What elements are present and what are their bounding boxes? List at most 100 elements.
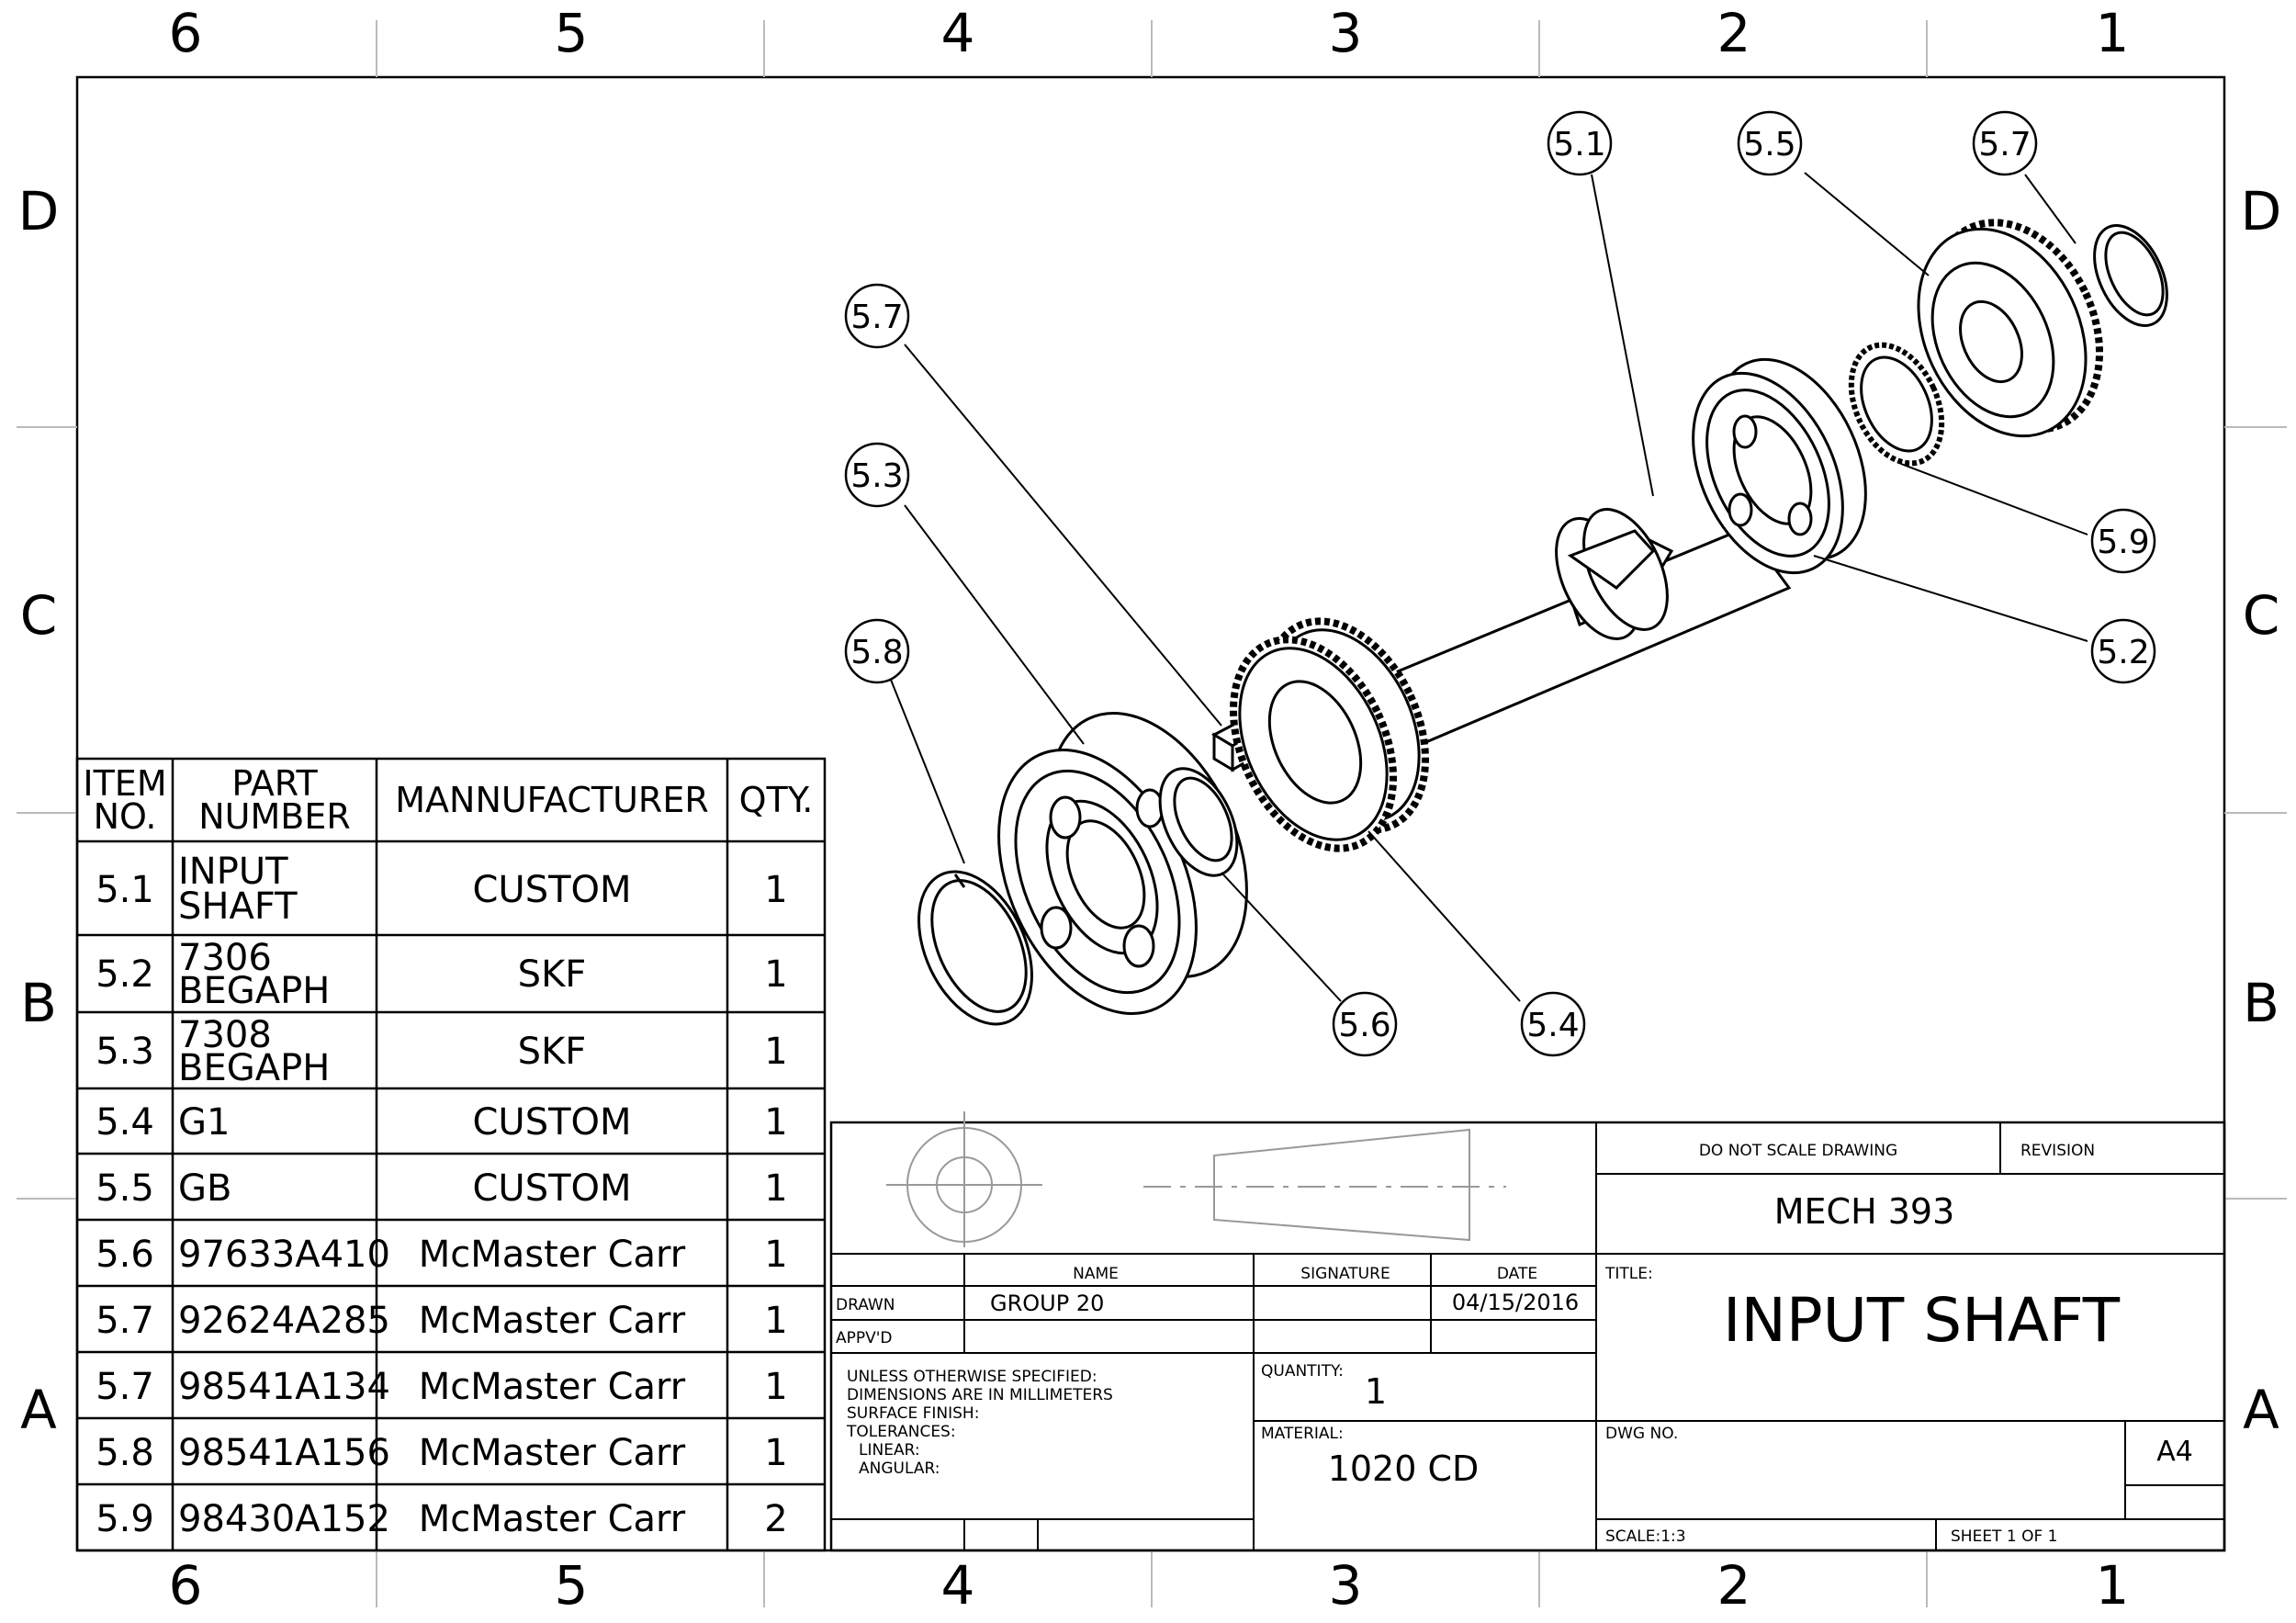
bom-manufacturer: SKF [518, 1031, 587, 1073]
note-line: UNLESS OTHERWISE SPECIFIED: [847, 1368, 1097, 1386]
svg-text:5.7: 5.7 [850, 299, 903, 336]
balloon: 5.1 [1547, 110, 1613, 176]
zone-row-label: C [2243, 584, 2280, 647]
gear-5-5 [1917, 219, 2104, 438]
note-line: SURFACE FINISH: [847, 1404, 979, 1423]
drawn-label: DRAWN [836, 1296, 895, 1314]
note-line: TOLERANCES: [846, 1423, 956, 1441]
bom-item-no: 5.2 [96, 953, 154, 996]
bom-item-no: 5.5 [96, 1167, 154, 1210]
bom-qty: 1 [764, 1432, 787, 1474]
zone-row-label: C [20, 584, 58, 647]
spacer-5-9 [1848, 342, 1945, 467]
zone-row-label: A [2243, 1379, 2279, 1441]
bom-part-number: SHAFT [178, 885, 298, 928]
bom-table: ITEM NO. PART NUMBER MANNUFACTURER QTY. … [75, 757, 827, 1552]
retaining-ring-5-7 [2093, 224, 2168, 327]
bom-qty: 1 [764, 1366, 787, 1408]
zone-row-label: D [18, 180, 60, 242]
balloon: 5.7 [844, 283, 910, 349]
snap-ring-5-6 [1158, 767, 1239, 877]
table-row: 5.4 G1 CUSTOM 1 [96, 1101, 788, 1144]
bom-header-qty: QTY. [739, 780, 814, 820]
quantity-label: QUANTITY: [1261, 1362, 1344, 1381]
quantity-value: 1 [1365, 1371, 1387, 1412]
zone-col-label: 5 [555, 1554, 589, 1617]
table-row: 5.1 INPUT SHAFT CUSTOM 1 [96, 851, 788, 928]
retaining-ring-5-8 [917, 870, 1033, 1026]
bom-manufacturer: McMaster Carr [419, 1498, 686, 1540]
sheet-size: A4 [2156, 1436, 2193, 1468]
bom-manufacturer: CUSTOM [472, 1167, 631, 1210]
bom-qty: 1 [764, 1167, 787, 1210]
bom-header-item: ITEM [83, 763, 166, 804]
bom-part-number: 7306 [178, 937, 272, 979]
zone-col-label: 6 [169, 1554, 203, 1617]
bom-qty: 1 [764, 953, 787, 996]
zone-col-label: 1 [2096, 1554, 2130, 1617]
svg-text:5.1: 5.1 [1553, 126, 1605, 163]
bom-qty: 2 [764, 1498, 787, 1540]
svg-text:5.3: 5.3 [850, 457, 903, 495]
bom-manufacturer: CUSTOM [472, 869, 631, 911]
bom-header-manufacturer: MANNUFACTURER [395, 780, 709, 820]
balloon: 5.7 [1972, 110, 2038, 176]
svg-text:5.5: 5.5 [1743, 126, 1795, 163]
bom-qty: 1 [764, 1031, 787, 1073]
sheet-number: SHEET 1 OF 1 [1951, 1527, 2057, 1546]
material-label: MATERIAL: [1261, 1425, 1344, 1443]
table-row: 5.7 98541A134 McMaster Carr 1 [96, 1366, 788, 1408]
zone-labels: 6 5 4 3 2 1 6 5 4 3 2 1 D C B A D C B A [18, 2, 2282, 1617]
projection-symbol [886, 1111, 1506, 1247]
balloon: 5.9 [2090, 508, 2156, 574]
drawn-name: GROUP 20 [990, 1291, 1104, 1316]
title-block: DO NOT SCALE DRAWING REVISION MECH 393 N… [829, 1111, 2226, 1552]
zone-col-label: 6 [169, 2, 203, 64]
exploded-assembly-view [917, 219, 2168, 1026]
table-row: 5.6 97633A410 McMaster Carr 1 [96, 1234, 788, 1276]
dwg-no-label: DWG NO. [1605, 1425, 1678, 1443]
svg-text:5.7: 5.7 [1978, 126, 2031, 163]
table-row: 5.3 7308 BEGAPH SKF 1 [96, 1014, 788, 1089]
bearing-5-2 [1692, 357, 1867, 575]
revision-label: REVISION [2020, 1142, 2095, 1160]
bom-part-number: 97633A410 [178, 1234, 390, 1276]
date-header: DATE [1497, 1265, 1537, 1283]
bom-manufacturer: McMaster Carr [419, 1366, 686, 1408]
gear-5-4 [1229, 617, 1430, 852]
note-line: ANGULAR: [859, 1460, 940, 1478]
bom-part-number: 98430A152 [178, 1498, 390, 1540]
bom-qty: 1 [764, 1234, 787, 1276]
bom-header-item: NO. [94, 796, 157, 837]
balloon: 5.8 [844, 618, 910, 684]
bom-item-no: 5.3 [96, 1031, 154, 1073]
bom-part-number: 98541A134 [178, 1366, 390, 1408]
svg-text:5.2: 5.2 [2097, 634, 2149, 671]
table-row: 5.2 7306 BEGAPH SKF 1 [96, 937, 788, 1012]
bom-item-no: 5.7 [96, 1300, 154, 1342]
signature-header: SIGNATURE [1300, 1265, 1390, 1283]
table-row: 5.7 92624A285 McMaster Carr 1 [96, 1300, 788, 1342]
bom-manufacturer: McMaster Carr [419, 1300, 686, 1342]
zone-col-label: 3 [1329, 1554, 1363, 1617]
title-label: TITLE: [1604, 1265, 1653, 1283]
scale-label: SCALE:1:3 [1605, 1527, 1686, 1546]
bom-part-number: BEGAPH [178, 1047, 330, 1089]
svg-text:5.8: 5.8 [850, 634, 903, 671]
bom-manufacturer: McMaster Carr [419, 1234, 686, 1276]
bom-item-no: 5.1 [96, 869, 154, 911]
do-not-scale-label: DO NOT SCALE DRAWING [1699, 1142, 1897, 1160]
general-notes: UNLESS OTHERWISE SPECIFIED: DIMENSIONS A… [846, 1368, 1113, 1478]
note-line: LINEAR: [859, 1441, 920, 1460]
table-row: 5.5 GB CUSTOM 1 [96, 1167, 788, 1210]
course-label: MECH 393 [1774, 1191, 1955, 1232]
zone-col-label: 2 [1717, 2, 1751, 64]
note-line: DIMENSIONS ARE IN MILLIMETERS [847, 1386, 1113, 1404]
bom-item-no: 5.6 [96, 1234, 154, 1276]
zone-row-label: B [20, 972, 57, 1034]
zone-col-label: 4 [941, 2, 975, 64]
table-row: 5.8 98541A156 McMaster Carr 1 [96, 1432, 788, 1474]
zone-col-label: 2 [1717, 1554, 1751, 1617]
zone-row-label: B [2243, 972, 2279, 1034]
table-row: 5.9 98430A152 McMaster Carr 2 [96, 1498, 788, 1540]
